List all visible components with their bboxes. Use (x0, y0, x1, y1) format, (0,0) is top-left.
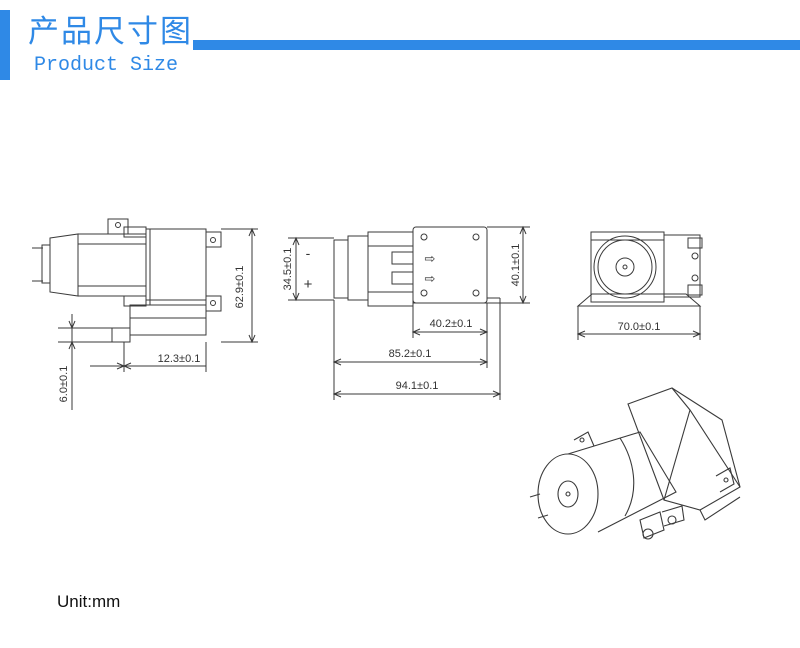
side-view (32, 218, 258, 410)
terminal-plus-label: + (304, 276, 313, 293)
side-height-dimension: 62.9±0.1 (234, 266, 246, 309)
end-view (576, 231, 703, 340)
head-width-dimension: 40.2±0.1 (430, 318, 473, 330)
isometric-view (529, 387, 741, 540)
front-view (288, 225, 530, 400)
terminal-minus-label: - (306, 245, 311, 261)
header-rule (193, 40, 800, 50)
side-offset-dimension: 6.0±0.1 (58, 366, 70, 403)
page-subtitle: Product Size (34, 54, 179, 77)
front-left-height-dimension: 34.5±0.1 (282, 248, 294, 291)
end-width-dimension: 70.0±0.1 (618, 321, 661, 333)
flow-arrow-icon: ⇨ (425, 251, 436, 266)
side-width-dimension: 12.3±0.1 (158, 353, 201, 365)
overall-length-dimension: 94.1±0.1 (396, 380, 439, 392)
flow-arrow-icon: ⇨ (425, 271, 436, 286)
unit-label: Unit:mm (57, 592, 121, 611)
body-length-dimension: 85.2±0.1 (389, 348, 432, 360)
front-right-height-dimension: 40.1±0.1 (510, 244, 522, 287)
page-title: 产品尺寸图 (28, 14, 193, 50)
header-accent-bar (0, 10, 10, 80)
